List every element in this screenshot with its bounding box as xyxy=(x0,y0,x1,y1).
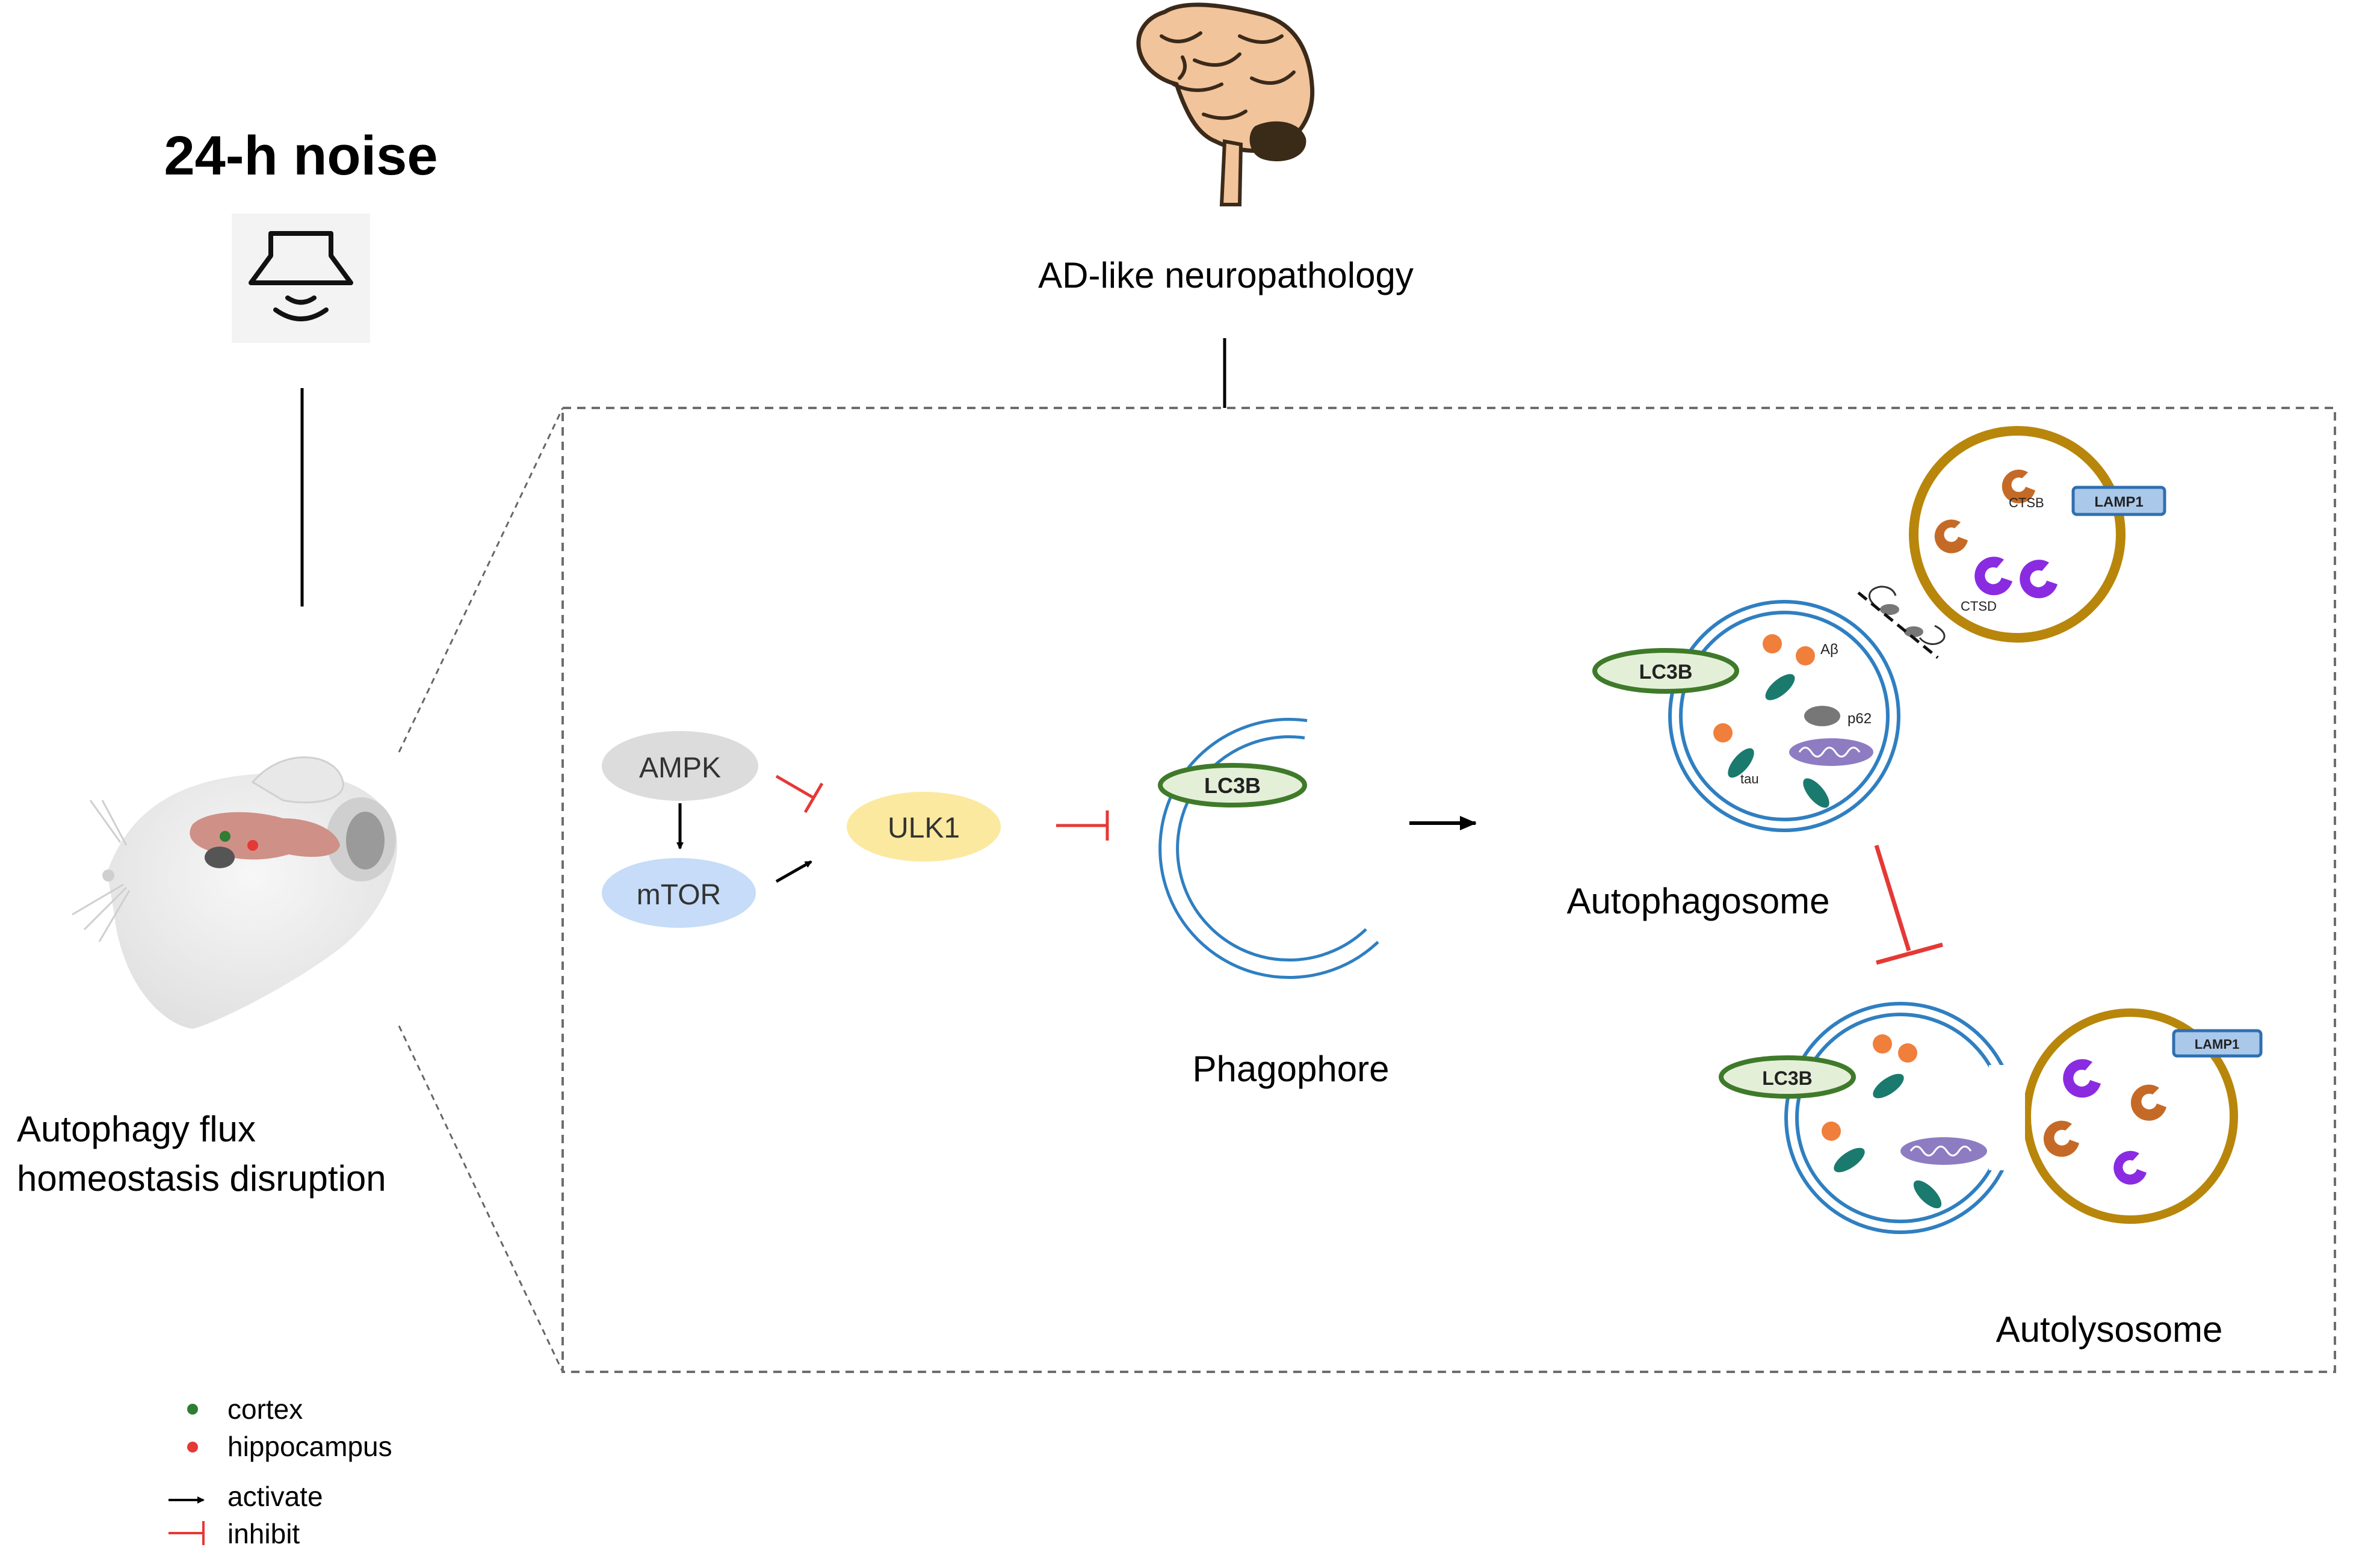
abeta-particle xyxy=(1713,723,1733,742)
p62-label: p62 xyxy=(1847,711,1872,727)
lc3b-label-autophagosome: LC3B xyxy=(1639,661,1693,684)
ctsb-enzyme xyxy=(2130,1084,2166,1121)
autolysosome-structure: LAMP1 xyxy=(1784,1002,2263,1234)
ctsd-enzyme xyxy=(2063,1059,2101,1098)
autophagosome-label: Autophagosome xyxy=(1567,881,1830,921)
abeta-particle xyxy=(1796,646,1815,665)
ampk-inhibits-ulk1 xyxy=(775,774,824,813)
ctsb-enzyme xyxy=(2043,1120,2079,1157)
legend-cortex-swatch xyxy=(187,1404,198,1415)
mitochondrion xyxy=(1900,1137,1987,1165)
cortex-marker xyxy=(220,831,230,842)
speaker-icon xyxy=(232,214,370,343)
ulk1-node: ULK1 xyxy=(847,792,1001,862)
zoom-line-top xyxy=(398,407,564,753)
brain-label: AD-like neuropathology xyxy=(1038,255,1414,295)
lamp1-badge-lysosome: LAMP1 xyxy=(2071,486,2166,516)
lc3b-badge-autophagosome: LC3B xyxy=(1592,648,1739,694)
legend: cortex hippocampus activate inhibit xyxy=(168,1394,392,1549)
zoom-line-bottom xyxy=(398,1025,564,1372)
mtor-activates-ulk1-arrow xyxy=(775,860,812,883)
mechanism-panel xyxy=(561,407,2336,1373)
legend-hippocampus-label: hippocampus xyxy=(227,1431,392,1462)
ctsd-enzyme xyxy=(2113,1150,2147,1185)
tau-particle xyxy=(1765,674,1795,700)
legend-hippocampus-swatch xyxy=(187,1442,198,1452)
hippocampus-marker xyxy=(247,840,258,851)
abeta-particle xyxy=(1763,634,1782,653)
ctsb-enzyme xyxy=(2002,469,2035,504)
abeta-particle xyxy=(1898,1043,1917,1063)
lc3b-badge-phagophore: LC3B xyxy=(1158,763,1307,807)
legend-activate-label: activate xyxy=(227,1481,323,1512)
ctsb-label: CTSB xyxy=(2009,495,2044,510)
autophagosome-structure: Aβ tau p62 xyxy=(1668,600,1900,832)
lamp1-badge-autolysosome: LAMP1 xyxy=(2172,1029,2263,1058)
tau-particle xyxy=(1803,778,1829,808)
legend-inhibit-label: inhibit xyxy=(227,1518,300,1549)
autophagosome-inhibits-autolysosome xyxy=(1874,844,1943,965)
tau-particle xyxy=(1913,1180,1942,1209)
ctsd-enzyme xyxy=(1974,557,2012,596)
tau-particle xyxy=(1834,1147,1865,1173)
mtor-node: mTOR xyxy=(602,858,756,928)
mouse-caption-line1: Autophagy flux xyxy=(17,1109,256,1149)
ctsb-enzyme xyxy=(1934,519,1968,554)
lc3b-badge-autolysosome: LC3B xyxy=(1719,1055,1856,1099)
mouse-icon xyxy=(72,756,397,1029)
abeta-particle xyxy=(1873,1034,1892,1054)
blocked-fusion-marker xyxy=(1857,585,1946,659)
phagophore-label: Phagophore xyxy=(1193,1049,1390,1089)
mitochondrion xyxy=(1789,738,1873,766)
ctsd-label: CTSD xyxy=(1961,599,1997,614)
p62-aggregate xyxy=(1804,706,1840,726)
legend-inhibit-symbol xyxy=(168,1521,205,1545)
phagophore-structure: LC3B xyxy=(1158,718,1379,980)
ulk1-inhibits-phagophore xyxy=(1056,810,1109,841)
legend-cortex-label: cortex xyxy=(227,1394,303,1425)
mouse-caption-line2: homeostasis disruption xyxy=(17,1158,386,1199)
abeta-label: Aβ xyxy=(1820,641,1838,658)
tau-label: tau xyxy=(1740,771,1759,786)
lc3b-label-phagophore: LC3B xyxy=(1204,773,1261,798)
lysosome-structure: CTSB CTSD LAMP1 xyxy=(1909,426,2166,643)
ulk1-label: ULK1 xyxy=(888,812,960,844)
tau-particle xyxy=(1873,1073,1904,1099)
lc3b-label-autolysosome: LC3B xyxy=(1762,1067,1813,1089)
ampk-label: AMPK xyxy=(639,752,721,784)
lamp1-label-autolysosome: LAMP1 xyxy=(2195,1037,2240,1052)
ctsd-enzyme xyxy=(2020,560,2058,599)
ampk-node: AMPK xyxy=(602,731,758,801)
autolysosome-label: Autolysosome xyxy=(1996,1309,2223,1350)
stimulus-title: 24-h noise xyxy=(164,125,437,187)
abeta-particle xyxy=(1822,1122,1841,1141)
mtor-label: mTOR xyxy=(637,879,721,911)
tau-particle xyxy=(1728,748,1754,778)
brain-icon xyxy=(1136,2,1315,206)
lamp1-label-lysosome: LAMP1 xyxy=(2094,494,2143,510)
